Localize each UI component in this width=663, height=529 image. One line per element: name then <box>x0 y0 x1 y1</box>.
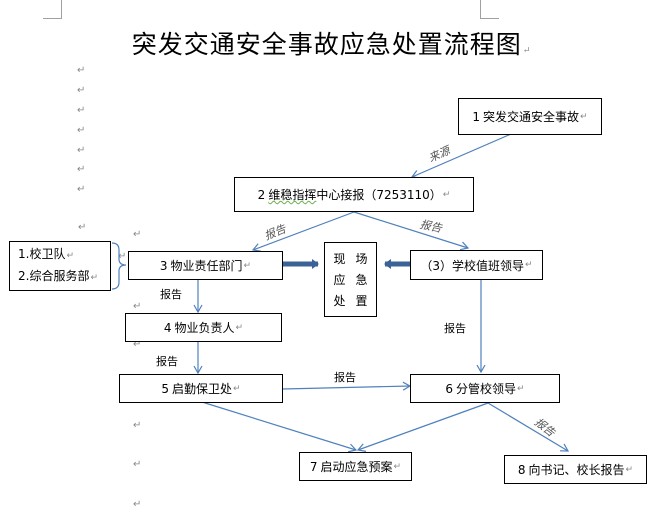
paragraph-mark-icon: ↵ <box>78 222 87 233</box>
paragraph-mark-icon: ↵ <box>77 125 86 136</box>
document-title: 突发交通安全事故应急处置流程图↵ <box>131 30 532 59</box>
paragraph-mark-icon: ↵ <box>77 85 86 96</box>
paragraph-mark-icon: ↵ <box>77 164 86 175</box>
paragraph-mark-icon: ↵ <box>77 105 86 116</box>
side-list-item: 2.综合服务部↵ <box>18 269 98 283</box>
connector-6-to-8 <box>487 402 570 452</box>
paragraph-mark-icon: ↵ <box>133 339 142 350</box>
node-school-duty-leader: （3）学校值班领导↵ <box>410 250 543 280</box>
edge-label-report: 报告 <box>444 322 466 335</box>
edge-label-report: 报告 <box>160 288 182 301</box>
bracket-connector <box>111 242 127 290</box>
connector-2-to-school-duty <box>353 211 470 251</box>
paragraph-mark-icon: ↵ <box>133 301 142 312</box>
edge-label-report: 报告 <box>334 371 356 384</box>
connector-5-to-7 <box>201 401 358 453</box>
page-corner-marker-top-right <box>480 0 499 19</box>
connector-6-to-7 <box>356 402 489 452</box>
paragraph-mark-icon: ↵ <box>77 145 86 156</box>
connector-1-to-2 <box>410 133 512 179</box>
paragraph-mark-icon: ↵ <box>133 420 142 431</box>
paragraph-mark-icon: ↵ <box>77 65 86 76</box>
paragraph-mark-icon: ↵ <box>118 251 127 262</box>
connector-2-to-3 <box>251 211 355 252</box>
node-onsite-emergency-handling: 现场 应急 处置 <box>324 242 377 317</box>
connector-5-to-6 <box>282 381 412 391</box>
page-corner-marker-top-left <box>43 0 62 19</box>
side-list-box: 1.校卫队↵ 2.综合服务部↵ <box>9 241 111 291</box>
edge-label-report: 报告 <box>156 355 178 368</box>
paragraph-mark-icon: ↵ <box>133 229 142 240</box>
side-list-item: 1.校卫队↵ <box>18 247 74 261</box>
paragraph-mark-icon: ↵ <box>133 459 142 470</box>
paragraph-mark-icon: ↵ <box>133 499 142 510</box>
paragraph-mark-icon: ↵ <box>77 184 86 195</box>
